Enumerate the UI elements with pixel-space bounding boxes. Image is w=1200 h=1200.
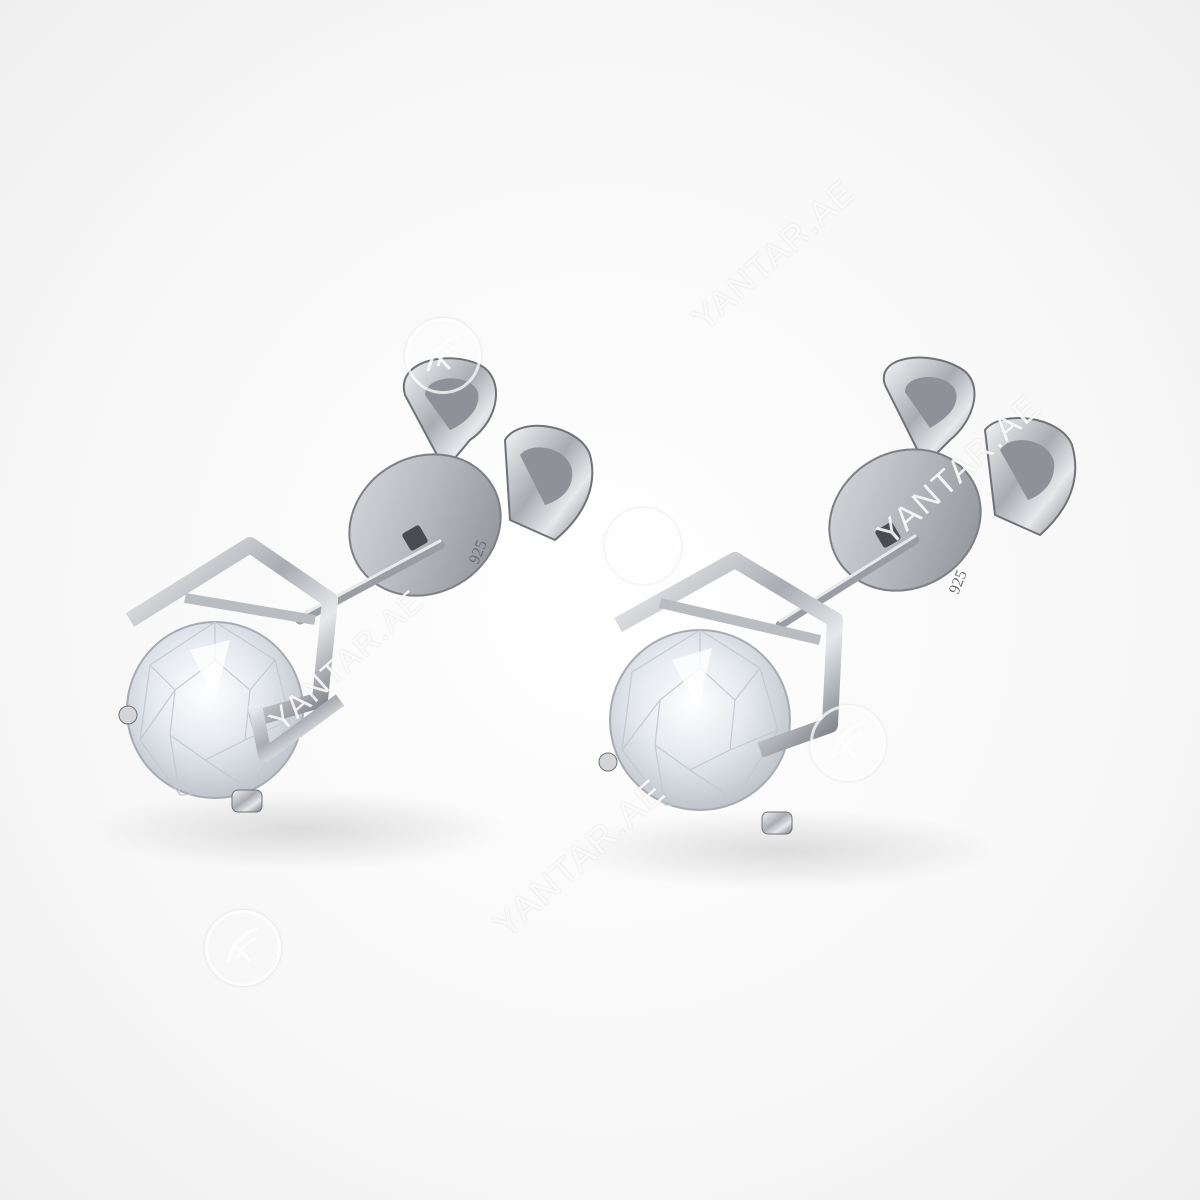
left-earring: 925	[118, 357, 594, 813]
right-butterfly-back: 925	[828, 356, 1077, 596]
leaf-monogram-icon	[405, 318, 481, 394]
leaf-monogram-icon	[810, 705, 886, 781]
leaf-monogram-icon	[205, 910, 281, 986]
leaf-monogram-icon	[605, 508, 681, 584]
right-earring: 925	[598, 356, 1077, 835]
